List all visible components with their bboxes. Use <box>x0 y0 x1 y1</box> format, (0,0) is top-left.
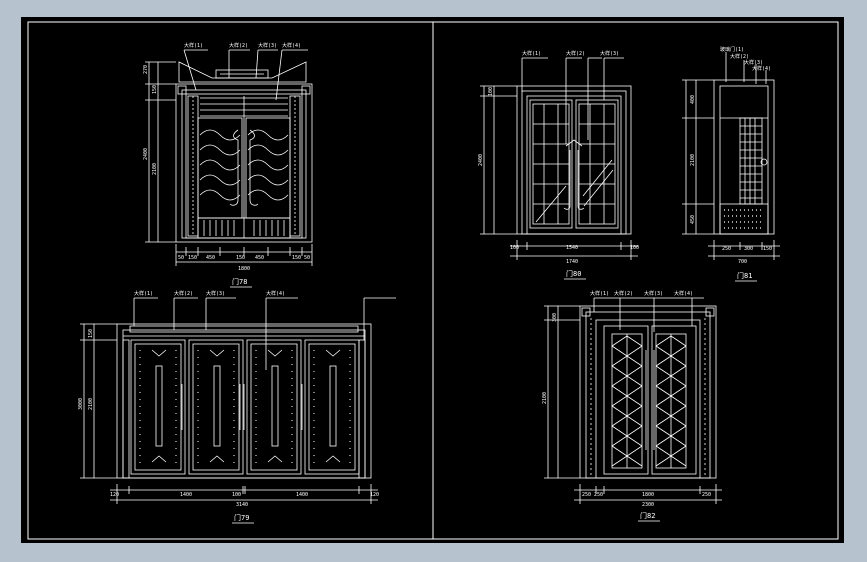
door80-dim-b2: 1540 <box>566 245 578 251</box>
door79-dim-b5: 120 <box>370 492 379 498</box>
door81-elevation <box>682 52 780 260</box>
door81-dim-total: 700 <box>738 259 747 265</box>
door78-caption: 门78 <box>232 277 247 286</box>
door80-dim-b3: 100 <box>630 245 639 251</box>
door82-dim-b2: 250 <box>594 492 603 498</box>
door78-dim-l2: 150 <box>152 85 158 94</box>
door79-callout-1: 大样(1) <box>134 290 153 297</box>
door79-dim-b3: 100 <box>232 492 241 498</box>
door78-dim-b6: 150 <box>292 255 301 261</box>
door79-dim-b2: 1400 <box>180 492 192 498</box>
door79-callout-3: 大样(3) <box>206 290 225 297</box>
door78-dim-b4: 150 <box>236 255 245 261</box>
door81-callout-4: 大样(4) <box>752 65 771 72</box>
door82-dim-b4: 250 <box>702 492 711 498</box>
door79-callout-4: 大样(4) <box>266 290 285 297</box>
door78-dim-l3: 2400 <box>143 148 149 160</box>
door80-callout-2: 大样(2) <box>566 50 585 57</box>
door78-callout-4: 大样(4) <box>282 42 301 49</box>
door78-dim-b5: 450 <box>255 255 264 261</box>
door79-dim-b4: 1400 <box>296 492 308 498</box>
door81-dim-b2: 300 <box>744 246 753 252</box>
door81-callout-2: 大样(2) <box>730 53 749 60</box>
door79-dim-l1: 150 <box>88 329 94 338</box>
door82-callout-2: 大样(2) <box>614 290 633 297</box>
door82-callout-4: 大样(4) <box>674 290 693 297</box>
door78-dim-b2: 150 <box>188 255 197 261</box>
door78-dim-total: 1800 <box>238 266 250 272</box>
door80-callout-3: 大样(3) <box>600 50 619 57</box>
door80-dim-l1: 100 <box>488 87 494 96</box>
door80-callout-1: 大样(1) <box>522 50 541 57</box>
door78-dim-b1: 50 <box>178 255 184 261</box>
door79-dim-l3: 3000 <box>78 398 84 410</box>
door82-callout-3: 大样(3) <box>644 290 663 297</box>
door78-dim-l1: 270 <box>143 65 149 74</box>
door82-dim-b3: 1800 <box>642 492 654 498</box>
door80-dim-b1: 100 <box>510 245 519 251</box>
door79-callout-2: 大样(2) <box>174 290 193 297</box>
door80-elevation <box>480 57 638 260</box>
door81-dim-l1: 400 <box>690 95 696 104</box>
door81-dim-b3: 150 <box>763 246 772 252</box>
door79-caption: 门79 <box>234 513 249 522</box>
door81-caption: 门81 <box>737 271 752 280</box>
door82-caption: 门82 <box>640 511 655 520</box>
door82-dim-l1: 300 <box>552 313 558 322</box>
door82-dim-total: 2300 <box>642 502 654 508</box>
door81-dim-l2: 2100 <box>690 154 696 166</box>
door81-callout-1: 玻璃门(1) <box>720 46 744 53</box>
door78-callout-3: 大样(3) <box>258 42 277 49</box>
door80-caption: 门80 <box>566 269 581 278</box>
door82-dim-l2: 2100 <box>542 392 548 404</box>
door80-dim-l2: 2400 <box>478 154 484 166</box>
door79-dim-l2: 2100 <box>88 398 94 410</box>
door78-dim-l4: 2100 <box>152 163 158 175</box>
door82-callout-1: 大样(1) <box>590 290 609 297</box>
door78-elevation <box>145 49 313 266</box>
door78-callout-1: 大样(1) <box>184 42 203 49</box>
door82-dim-b1: 250 <box>582 492 591 498</box>
door79-dim-total: 3140 <box>236 502 248 508</box>
door81-callout-3: 大样(3) <box>744 59 763 66</box>
door81-dim-l3: 450 <box>690 215 696 224</box>
door79-elevation <box>80 297 396 504</box>
door78-callout-2: 大样(2) <box>229 42 248 49</box>
door79-dim-b1: 120 <box>110 492 119 498</box>
door82-elevation <box>544 297 722 504</box>
door78-dim-b7: 50 <box>304 255 310 261</box>
door78-dim-b3: 450 <box>206 255 215 261</box>
door81-dim-b1: 250 <box>722 246 731 252</box>
door80-dim-total: 1740 <box>566 259 578 265</box>
